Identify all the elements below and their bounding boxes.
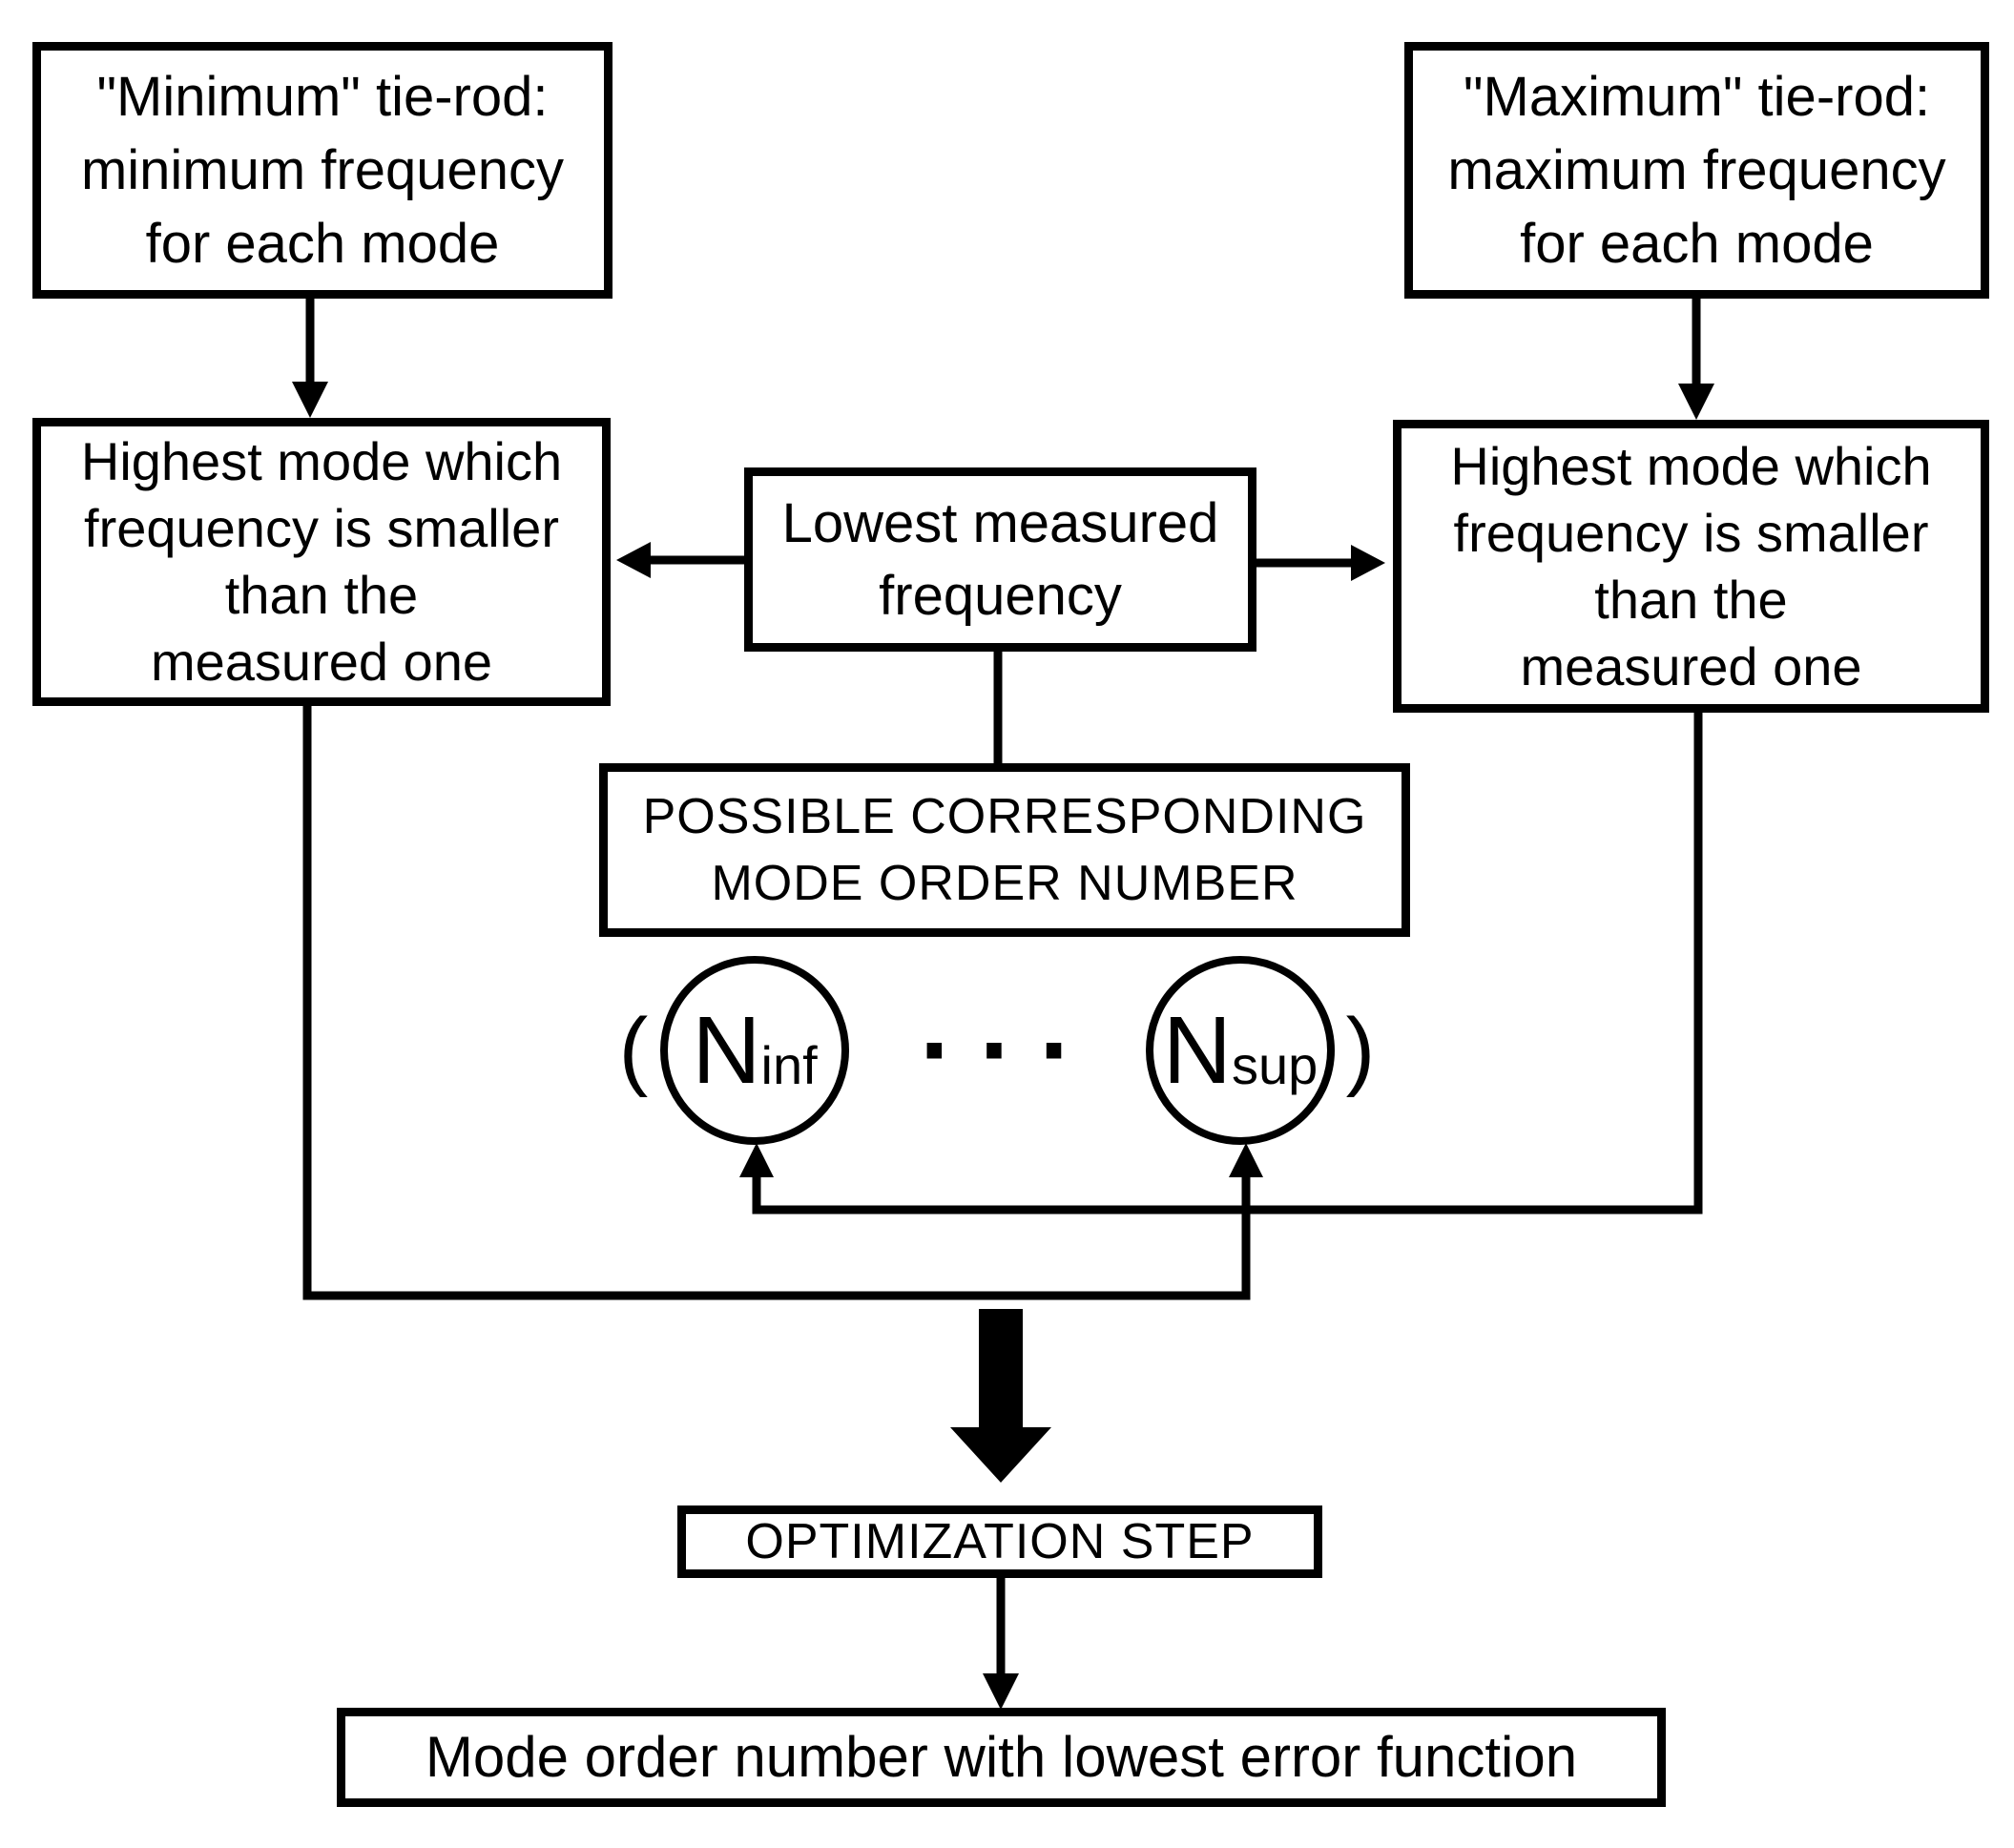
circle-n-inf — [660, 956, 849, 1145]
box-min-tie-rod-line3: for each mode — [145, 213, 500, 275]
box-left-highest-mode-line3: than the — [224, 565, 419, 625]
n-sup-base: N — [1162, 997, 1232, 1104]
arrowhead-into-n-sup — [1229, 1143, 1263, 1177]
thick-down-arrow-head — [950, 1427, 1051, 1483]
n-inf-base: N — [692, 997, 761, 1104]
box-right-highest-mode-line2: frequency is smaller — [1453, 502, 1929, 563]
box-lowest-measured-line2: frequency — [879, 564, 1122, 627]
thick-down-arrow-stem — [979, 1309, 1023, 1429]
box-right-highest-mode: Highest mode which frequency is smaller … — [1393, 420, 1989, 713]
box-left-highest-mode: Highest mode which frequency is smaller … — [32, 418, 611, 706]
box-max-tie-rod-line3: for each mode — [1520, 213, 1874, 275]
box-min-tie-rod-line2: minimum frequency — [80, 139, 565, 201]
box-possible-mode-order: POSSIBLE CORRESPONDING MODE ORDER NUMBER — [599, 763, 1410, 937]
arrowhead-into-n-inf — [739, 1143, 774, 1177]
box-left-highest-mode-line1: Highest mode which — [80, 431, 563, 491]
elbow-right-to-n-inf — [752, 713, 1703, 1215]
box-lowest-measured: Lowest measured frequency — [744, 467, 1256, 652]
elbow-left-to-n-sup — [302, 706, 1251, 1300]
box-min-tie-rod: "Minimum" tie-rod: minimum frequency for… — [32, 42, 613, 299]
close-paren: ) — [1345, 1000, 1376, 1098]
box-right-highest-mode-line4: measured one — [1520, 635, 1862, 696]
arrowhead-to-left-box — [616, 542, 651, 578]
box-min-tie-rod-line1: "Minimum" tie-rod: — [96, 66, 549, 128]
arrowhead-min-to-left — [292, 382, 328, 418]
box-result: Mode order number with lowest error func… — [337, 1708, 1666, 1807]
box-result-label: Mode order number with lowest error func… — [425, 1725, 1578, 1789]
box-possible-mode-order-line2: MODE ORDER NUMBER — [711, 856, 1298, 911]
box-possible-mode-order-line1: POSSIBLE CORRESPONDING — [642, 789, 1367, 844]
n-inf-sub: inf — [760, 1035, 818, 1095]
open-paren: ( — [618, 1000, 649, 1098]
box-optimization-step-label: OPTIMIZATION STEP — [745, 1514, 1255, 1569]
box-max-tie-rod-line2: maximum frequency — [1447, 139, 1946, 201]
circle-n-sup — [1146, 956, 1335, 1145]
box-max-tie-rod-line1: "Maximum" tie-rod: — [1463, 66, 1931, 128]
box-right-highest-mode-line1: Highest mode which — [1450, 435, 1932, 496]
box-lowest-measured-line1: Lowest measured — [781, 491, 1219, 554]
box-left-highest-mode-line2: frequency is smaller — [84, 498, 559, 558]
box-left-highest-mode-line4: measured one — [150, 632, 492, 692]
n-sup-sub: sup — [1231, 1035, 1318, 1095]
arrowhead-to-right-box — [1351, 545, 1385, 581]
box-max-tie-rod: "Maximum" tie-rod: maximum frequency for… — [1404, 42, 1989, 299]
arrowhead-max-to-right — [1678, 384, 1714, 420]
box-optimization-step: OPTIMIZATION STEP — [677, 1505, 1322, 1578]
arrowhead-opt-to-result — [983, 1673, 1019, 1710]
box-right-highest-mode-line3: than the — [1594, 569, 1788, 630]
ellipsis-dots: ··· — [920, 990, 1099, 1109]
